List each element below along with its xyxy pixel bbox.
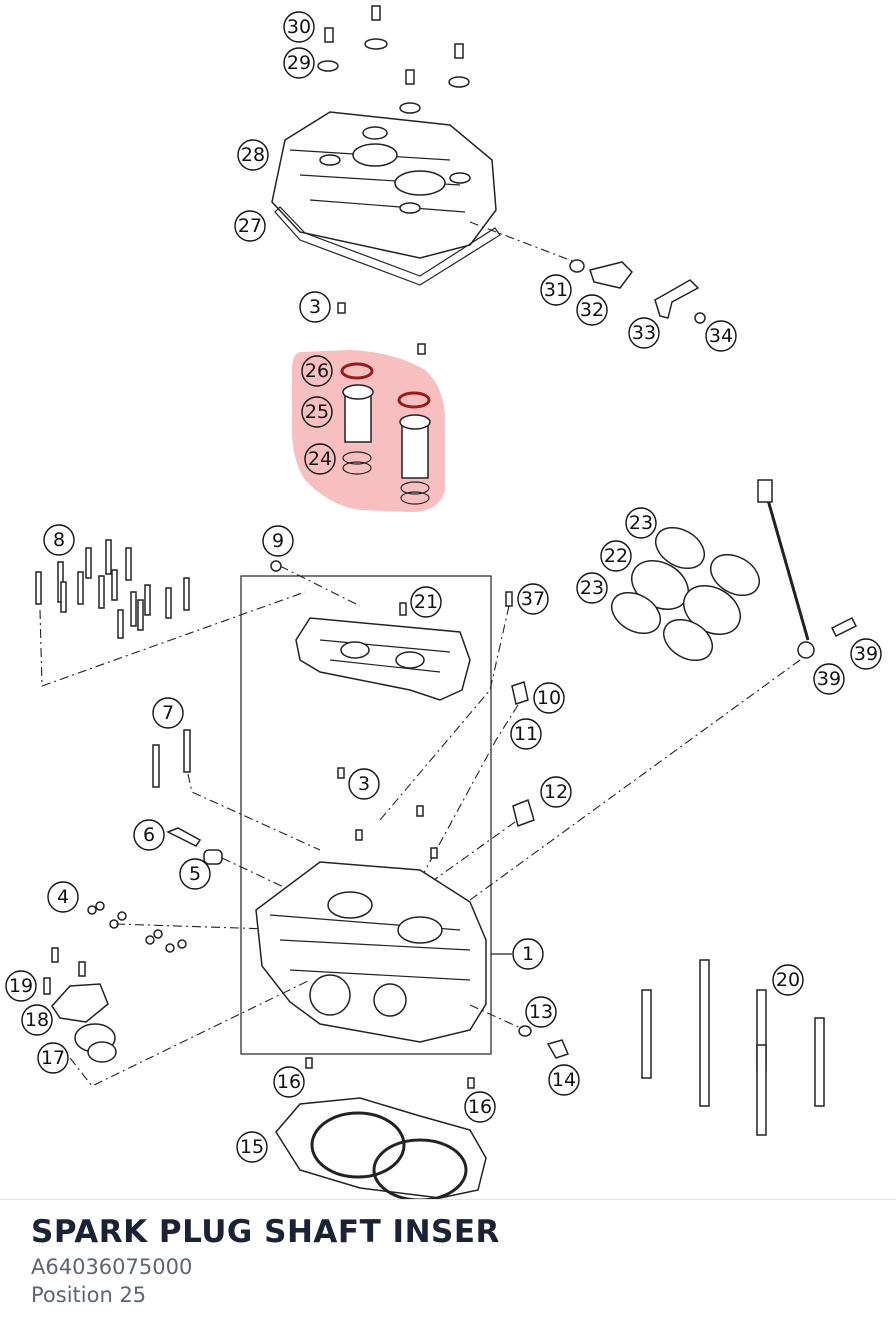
svg-text:13: 13 [529,1001,553,1023]
svg-text:33: 33 [632,322,656,344]
svg-text:15: 15 [240,1136,264,1158]
part-position: Position 25 [31,1283,147,1307]
svg-text:4: 4 [57,886,69,908]
callout-30[interactable]: 30 [283,11,315,43]
callout-14[interactable]: 14 [548,1064,580,1096]
svg-text:12: 12 [544,781,568,803]
callout-31[interactable]: 31 [540,274,572,306]
callout-21[interactable]: 21 [410,586,442,618]
svg-text:6: 6 [143,824,155,846]
callout-16[interactable]: 16 [273,1066,305,1098]
svg-text:8: 8 [53,529,65,551]
callout-26[interactable]: 26 [301,355,333,387]
nut-group-4 [87,901,187,953]
part-info-panel: SPARK PLUG SHAFT INSER A64036075000 Posi… [0,1199,896,1336]
svg-text:39: 39 [817,668,841,690]
callout-16b[interactable]: 16 [464,1091,496,1123]
callout-3b[interactable]: 3 [348,768,380,800]
callout-18[interactable]: 18 [21,1004,53,1036]
svg-text:28: 28 [241,144,265,166]
svg-text:27: 27 [238,215,262,237]
callout-37[interactable]: 37 [517,583,549,615]
callout-19[interactable]: 19 [5,970,37,1002]
callout-33[interactable]: 33 [628,317,660,349]
spark-plug-shaft-inserts [340,362,431,505]
callout-39b[interactable]: 39 [813,663,845,695]
callout-10[interactable]: 10 [533,682,565,714]
svg-text:24: 24 [308,448,332,470]
callout-24[interactable]: 24 [304,443,336,475]
svg-text:32: 32 [580,299,604,321]
svg-text:1: 1 [522,943,534,965]
svg-text:10: 10 [537,687,561,709]
svg-text:21: 21 [414,591,438,613]
callout-5[interactable]: 5 [179,858,211,890]
svg-text:5: 5 [189,863,201,885]
bolt-group-20 [641,959,825,1136]
callout-39[interactable]: 39 [850,638,882,670]
svg-text:23: 23 [580,577,604,599]
svg-text:34: 34 [709,325,733,347]
valve-cover-assembly [271,111,501,286]
callout-34[interactable]: 34 [705,320,737,352]
svg-text:25: 25 [305,401,329,423]
callout-15[interactable]: 15 [236,1131,268,1163]
svg-text:11: 11 [514,723,538,745]
part-title: SPARK PLUG SHAFT INSER [31,1214,500,1250]
callout-20[interactable]: 20 [772,964,804,996]
svg-text:29: 29 [287,52,311,74]
callout-label: 30 [287,16,311,38]
svg-text:17: 17 [41,1047,65,1069]
intake-boots [611,526,760,662]
callout-25[interactable]: 25 [301,396,333,428]
callout-1[interactable]: 1 [512,938,544,970]
svg-text:39: 39 [854,643,878,665]
svg-text:31: 31 [544,279,568,301]
callout-32[interactable]: 32 [576,294,608,326]
callout-8[interactable]: 8 [43,524,75,556]
callout-9[interactable]: 9 [262,525,294,557]
callout-29[interactable]: 29 [283,47,315,79]
svg-text:19: 19 [9,975,33,997]
callout-6[interactable]: 6 [133,819,165,851]
svg-text:20: 20 [776,969,800,991]
callout-3[interactable]: 3 [299,291,331,323]
callout-4[interactable]: 4 [47,881,79,913]
svg-text:18: 18 [25,1009,49,1031]
bolt-group-8 [35,539,190,639]
svg-text:9: 9 [272,530,284,552]
exploded-parts-diagram: 30 29 28 27 3 31 32 33 34 26 25 24 8 9 2… [5,5,882,1200]
svg-text:3: 3 [358,773,370,795]
callout-12[interactable]: 12 [540,776,572,808]
svg-text:26: 26 [305,360,329,382]
callout-28[interactable]: 28 [237,139,269,171]
callout-22[interactable]: 22 [600,540,632,572]
svg-text:14: 14 [552,1069,576,1091]
callout-13[interactable]: 13 [525,996,557,1028]
cylinder-head-frame [240,575,492,1055]
svg-text:16: 16 [468,1096,492,1118]
svg-text:7: 7 [162,702,174,724]
callout-17[interactable]: 17 [37,1042,69,1074]
callout-23b[interactable]: 23 [576,572,608,604]
callout-27[interactable]: 27 [234,210,266,242]
callout-11[interactable]: 11 [510,718,542,750]
part-number: A64036075000 [31,1255,193,1279]
callout-7[interactable]: 7 [152,697,184,729]
svg-text:16: 16 [277,1071,301,1093]
svg-text:37: 37 [521,588,545,610]
svg-text:3: 3 [309,296,321,318]
callout-23[interactable]: 23 [625,507,657,539]
cylinder-head [255,861,487,1043]
cover-fasteners [317,5,470,114]
svg-text:22: 22 [604,545,628,567]
svg-text:23: 23 [629,512,653,534]
head-gasket [275,1097,487,1200]
